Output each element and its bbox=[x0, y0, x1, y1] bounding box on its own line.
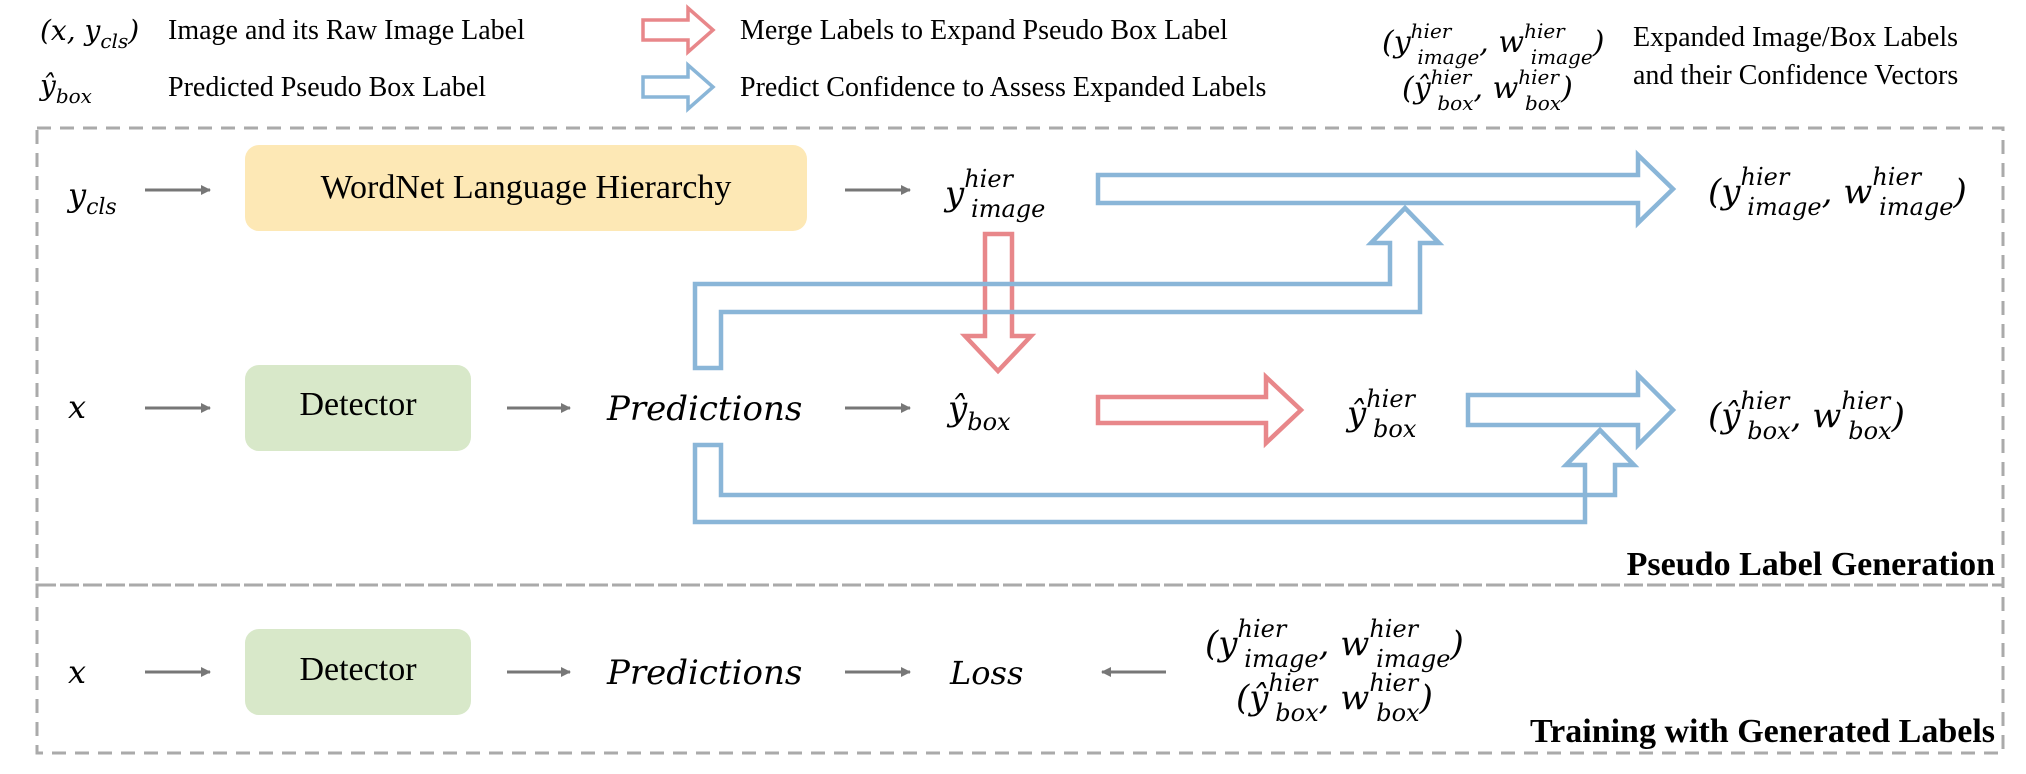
loss-label: Loss bbox=[949, 654, 1023, 692]
legend-red-arrow-icon bbox=[641, 4, 716, 56]
predictions-label-generation: Predictions bbox=[606, 389, 802, 429]
detector-label-generation: Detector bbox=[299, 386, 417, 423]
training-section-title: Training with Generated Labels bbox=[1530, 713, 1995, 750]
legend-predict-label: Predict Confidence to Assess Expanded La… bbox=[740, 72, 1266, 103]
ycls-symbol: ycls bbox=[66, 176, 117, 220]
legend-pred-box-label: Predicted Pseudo Box Label bbox=[168, 72, 486, 103]
red-arrow-image-to-box bbox=[959, 231, 1037, 375]
blue-arrow-predictions-to-image-output bbox=[692, 204, 1445, 371]
legend-merge-label: Merge Labels to Expand Pseudo Box Label bbox=[740, 15, 1228, 46]
legend-pred-box-symbol: ŷbox bbox=[38, 69, 92, 108]
detector-label-training: Detector bbox=[299, 651, 417, 688]
wordnet-label: WordNet Language Hierarchy bbox=[321, 169, 732, 206]
x-symbol-training: x bbox=[68, 653, 86, 691]
wordnet-box bbox=[245, 145, 807, 231]
legend-blue-arrow-icon bbox=[641, 61, 716, 113]
yhat-box-symbol: ŷbox bbox=[946, 389, 1011, 436]
detector-box-training bbox=[245, 629, 471, 715]
predictions-label-training: Predictions bbox=[606, 653, 802, 693]
generation-frame bbox=[35, 126, 2005, 587]
legend: (x, ycls) Image and its Raw Image Label … bbox=[38, 4, 1958, 115]
training-frame bbox=[35, 583, 2005, 755]
x-symbol-row2: x bbox=[68, 388, 86, 426]
legend-raw-pair-label: Image and its Raw Image Label bbox=[168, 15, 525, 46]
blue-arrow-box-to-output bbox=[1465, 369, 1677, 451]
blue-arrow-image-to-output bbox=[1095, 149, 1677, 229]
legend-expanded-label-line2: and their Confidence Vectors bbox=[1633, 60, 1958, 91]
legend-expanded-label-line1: Expanded Image/Box Labels bbox=[1633, 22, 1958, 53]
blue-arrow-predictions-to-box-output bbox=[692, 426, 1640, 525]
detector-box-generation bbox=[245, 365, 471, 451]
legend-raw-pair-symbol: (x, ycls) bbox=[40, 14, 139, 53]
generation-section-title: Pseudo Label Generation bbox=[1627, 546, 1995, 583]
red-arrow-box-to-box-hier bbox=[1095, 371, 1305, 449]
